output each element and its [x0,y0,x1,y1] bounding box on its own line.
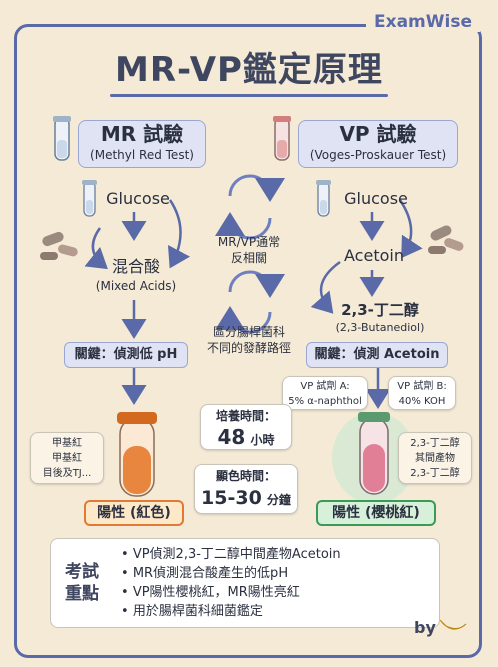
color-time: 15-30 分鐘 [195,485,297,513]
vp-subtitle: (Voges-Proskauer Test) [309,148,447,162]
vp-key-label: 關鍵：偵測 Acetoin [306,342,448,368]
mr-glucose-tube-icon [82,180,97,217]
vp-reagent-b: VP 試劑 B: 40% KOH [388,376,456,410]
color-time-card: 顯色時間： 15-30 分鐘 [194,464,298,514]
vp-reagent-a: VP 試劑 A: 5% α-naphthol [282,376,368,410]
color-time-label: 顯色時間： [215,469,276,483]
vp-butanediol-en: (2,3-Butanediol) [335,321,425,334]
vp-reagent-b-value: 40% KOH [398,396,446,407]
brand-logo: ExamWise [366,12,480,32]
bacteria-left-icon [40,231,78,260]
mr-tube-icon [53,116,71,161]
purpose-note: 區分腸桿菌科 不同的發酵路徑 [190,324,308,356]
incubation-value: 48 [217,425,246,449]
vp-side-note-line-3: 2,3-丁二醇 [410,468,460,479]
mr-mixed-acid-en: (Mixed Acids) [95,279,177,293]
vp-butanediol-cn: 2,3-丁二醇 [341,301,419,319]
summary-item: VP偵測2,3-丁二醇中間產物Acetoin [121,545,341,564]
purpose-line-2: 不同的發酵路徑 [206,341,291,355]
mr-title-card: MR 試驗 (Methyl Red Test) [78,120,206,168]
mr-subtitle: (Methyl Red Test) [90,148,194,162]
vp-side-note-line-1: 2,3-丁二醇 [410,438,460,449]
summary-label: 考試 重點 [65,561,99,605]
byline: by [414,618,436,637]
vp-glucose: Glucose [344,189,408,208]
mr-side-note-line-2: 甲基紅 [52,453,82,464]
title-underline [110,94,388,97]
mr-key-label: 關鍵：偵測低 pH [64,342,188,368]
summary-item: VP陽性櫻桃紅，MR陽性亮紅 [121,583,341,602]
mr-side-note: 甲基紅 甲基紅 目後及TJ... [30,432,104,484]
vp-side-note-line-2: 其間產物 [415,453,455,464]
mr-result-badge: 陽性 (紅色) [84,500,184,526]
incubation-unit: 小時 [250,433,275,447]
mr-mixed-acid: 混合酸 (Mixed Acids) [84,256,188,294]
vp-result-badge: 陽性 (櫻桃紅) [316,500,436,526]
incubation-time-card: 培養時間： 48 小時 [200,404,292,450]
vp-title-card: VP 試驗 (Voges-Proskauer Test) [298,120,458,168]
relation-line-1: MR/VP通常 [217,235,281,249]
page-title: MR-VP鑑定原理 [115,50,383,90]
incubation-label: 培養時間： [215,409,276,423]
summary-box: 考試 重點 VP偵測2,3-丁二醇中間產物Acetoin MR偵測混合酸產生的低… [50,538,440,628]
vp-glucose-tube-icon [316,180,331,217]
summary-item: 用於腸桿菌科細菌鑑定 [121,602,341,621]
mr-mixed-acid-cn: 混合酸 [111,257,160,276]
color-time-unit: 分鐘 [266,493,291,507]
cycle-arrows-top-icon [215,174,285,240]
vp-title: VP 試驗 [339,122,417,146]
mr-result-tube-icon [117,412,157,497]
summary-label-line-1: 考試 [65,562,99,582]
vp-reagent-b-name: VP 試劑 B: [397,381,447,392]
outer-frame [14,24,482,658]
vp-tube-icon [273,116,291,161]
color-time-value: 15-30 [201,487,262,509]
banana-icon [439,619,467,630]
relation-note: MR/VP通常 反相關 [196,234,302,266]
vp-butanediol: 2,3-丁二醇 (2,3-Butanediol) [320,300,440,335]
mr-title: MR 試驗 [100,122,184,146]
vp-reagent-a-name: VP 試劑 A: [300,381,350,392]
purpose-line-1: 區分腸桿菌科 [212,325,285,339]
vp-result-tube-icon [332,412,416,504]
mr-glucose: Glucose [106,189,170,208]
summary-list: VP偵測2,3-丁二醇中間產物Acetoin MR偵測混合酸產生的低pH VP陽… [121,545,341,621]
summary-label-line-2: 重點 [65,584,99,604]
mr-side-note-line-3: 目後及TJ... [42,468,92,479]
vp-acetoin: Acetoin [344,246,404,265]
bacteria-right-icon [428,225,464,254]
mr-side-note-line-1: 甲基紅 [52,438,82,449]
vp-side-note: 2,3-丁二醇 其間產物 2,3-丁二醇 [398,432,472,484]
relation-line-2: 反相關 [230,251,267,265]
cycle-arrows-bottom-icon [215,270,285,334]
summary-item: MR偵測混合酸產生的低pH [121,564,341,583]
vp-reagent-a-value: 5% α-naphthol [288,396,362,407]
incubation-time: 48 小時 [201,425,291,452]
